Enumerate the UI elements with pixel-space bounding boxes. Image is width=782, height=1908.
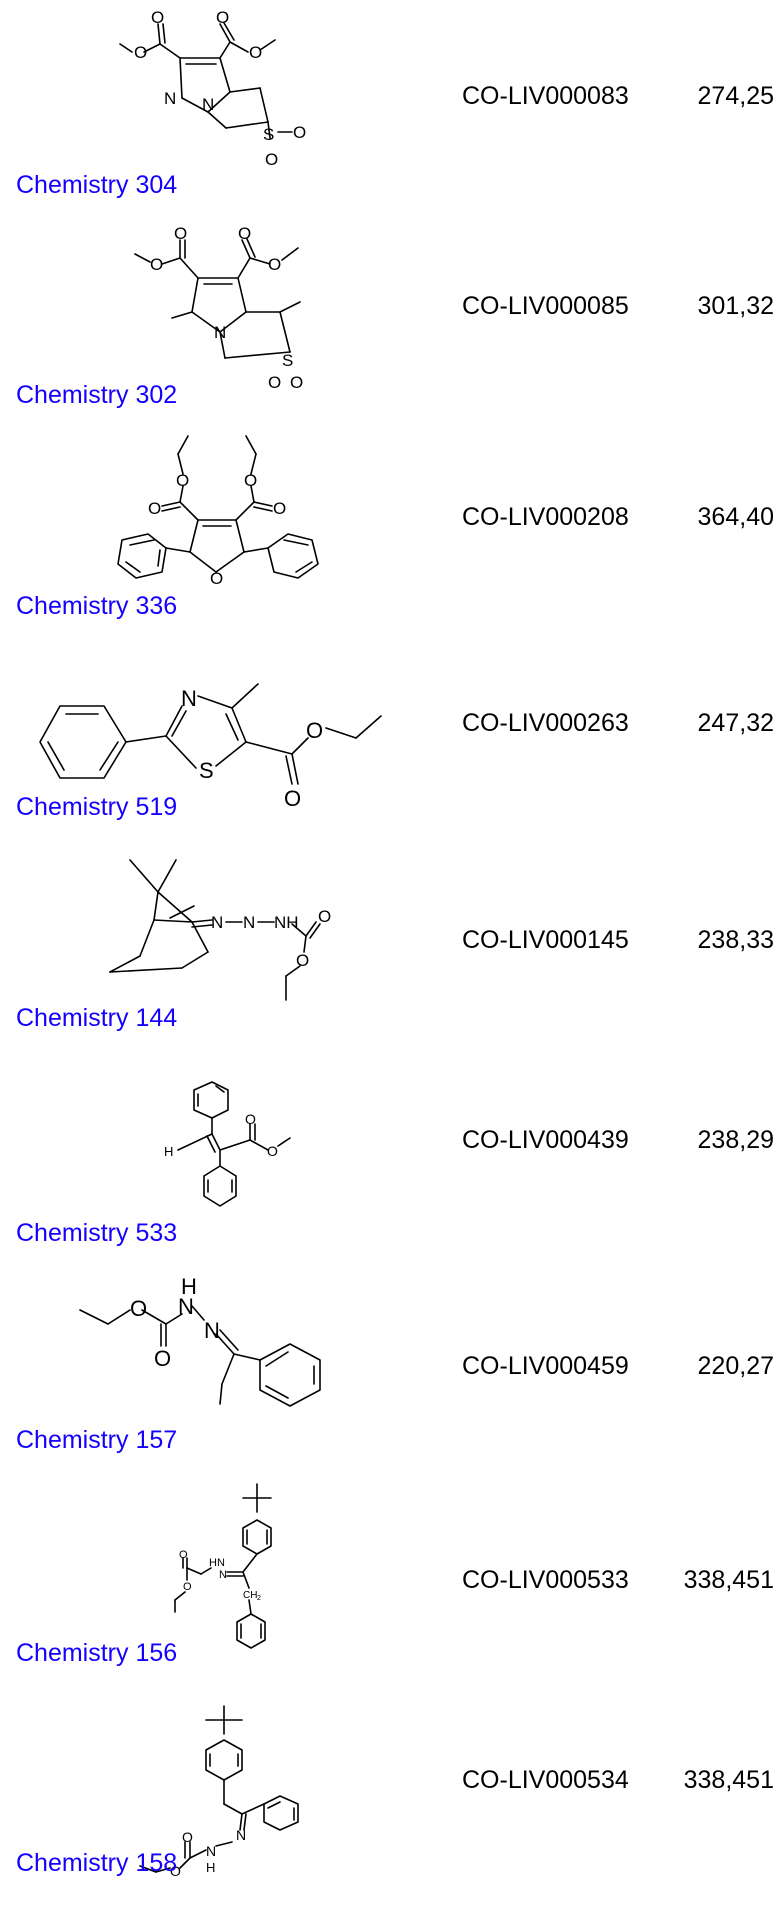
atom-label: S	[263, 125, 274, 144]
structure-drawing: H O O	[164, 1081, 291, 1207]
atom-label: 2	[257, 1595, 261, 1602]
compound-label: Chemistry 336	[16, 592, 178, 620]
atom-label: O	[273, 499, 286, 518]
atom-label: H	[181, 1274, 197, 1299]
atom-label: N	[211, 913, 223, 932]
atom-label: O	[245, 1111, 256, 1127]
atom-label: O	[290, 373, 303, 392]
compound-row: O HN N O CH 2 CO-LIV000533 338,451 Chemi…	[0, 1483, 782, 1696]
atom-label: H	[164, 1144, 173, 1159]
molecular-weight: 338,451	[683, 1566, 774, 1594]
atom-label: O	[284, 786, 301, 811]
compound-label: Chemistry 302	[16, 381, 178, 409]
atom-label: O	[130, 1296, 147, 1321]
atom-label: O	[296, 951, 309, 970]
atom-label: N	[243, 913, 255, 932]
atom-label: O	[183, 1581, 192, 1593]
compound-row: N N NH O O CO-LIV000145 238,33 Chemistry…	[0, 848, 782, 1060]
structure-drawing: N N H O O	[139, 1705, 299, 1879]
compound-label: Chemistry 156	[16, 1639, 178, 1667]
compound-id: CO-LIV000208	[462, 503, 629, 531]
atom-label: N	[204, 1318, 220, 1343]
structure-drawing: O N H N O	[79, 1274, 321, 1407]
atom-label: O	[244, 471, 257, 490]
atom-label: N	[236, 1827, 246, 1843]
atom-label: O	[267, 1143, 278, 1159]
atom-label: O	[238, 224, 251, 243]
compound-row: O O O O O CO-LIV000208 364,40 Chemistry …	[0, 424, 782, 636]
atom-label: O	[318, 907, 331, 926]
atom-label: O	[134, 43, 147, 62]
structure-drawing: N S O O	[39, 683, 382, 811]
compound-id: CO-LIV000263	[462, 709, 629, 737]
compound-label: Chemistry 157	[16, 1426, 178, 1454]
molecular-weight: 364,40	[697, 503, 774, 531]
compound-id: CO-LIV000459	[462, 1352, 629, 1380]
compound-id: CO-LIV000085	[462, 292, 629, 320]
atom-label: O	[210, 569, 223, 588]
atom-label: N	[181, 686, 197, 711]
compound-id: CO-LIV000534	[462, 1766, 629, 1794]
atom-label: O	[176, 471, 189, 490]
compound-row: N N H O O CO-LIV000534 338,451 Chemistry…	[0, 1696, 782, 1908]
atom-label: O	[148, 499, 161, 518]
compound-label: Chemistry 304	[16, 171, 178, 199]
compound-row: O O O O N S O O CO-LIV000085 301,32 Chem…	[0, 212, 782, 424]
atom-label: H	[206, 1860, 215, 1875]
compound-row: N S O O CO-LIV000263 247,32 Chemistry 51…	[0, 636, 782, 848]
atom-label: S	[199, 758, 214, 783]
compound-label: Chemistry 519	[16, 793, 178, 821]
atom-label: S	[282, 351, 293, 370]
molecular-weight: 238,33	[697, 926, 774, 954]
compound-label: Chemistry 533	[16, 1219, 178, 1247]
atom-label: O	[182, 1829, 193, 1845]
compound-id: CO-LIV000439	[462, 1126, 629, 1154]
compound-id: CO-LIV000145	[462, 926, 629, 954]
molecular-weight: 301,32	[697, 292, 774, 320]
compound-row: O N H N O CO-LIV000459 220,27 Chemistry …	[0, 1272, 782, 1484]
molecular-weight: 274,25	[697, 82, 774, 110]
atom-label: HN	[209, 1557, 225, 1569]
structure-drawing: O O O O O	[117, 435, 319, 588]
atom-label: O	[216, 8, 229, 27]
structure-drawing: O O O O N N S O O	[119, 8, 306, 169]
molecular-weight: 338,451	[683, 1766, 774, 1794]
molecular-weight: 220,27	[697, 1352, 774, 1380]
atom-label: O	[154, 1346, 171, 1371]
compound-id: CO-LIV000083	[462, 82, 629, 110]
atom-label: O	[174, 224, 187, 243]
atom-label: N	[202, 95, 214, 114]
compound-row: H O O CO-LIV000439 238,29 Chemistry 533	[0, 1060, 782, 1272]
atom-label: N	[206, 1843, 216, 1859]
structure-drawing: O O O O N S O O	[134, 224, 303, 392]
structure-drawing: N N NH O O	[109, 859, 331, 1001]
structure-drawing: O HN N O CH 2	[174, 1483, 272, 1649]
atom-label: O	[306, 718, 323, 743]
molecular-weight: 238,29	[697, 1126, 774, 1154]
atom-label: O	[170, 1863, 181, 1879]
atom-label: O	[293, 123, 306, 142]
atom-label: O	[249, 43, 262, 62]
atom-label: O	[179, 1549, 188, 1561]
atom-label: NH	[274, 913, 299, 932]
atom-label: N	[178, 1294, 194, 1319]
compound-id: CO-LIV000533	[462, 1566, 629, 1594]
compound-label: Chemistry 158	[16, 1849, 178, 1877]
atom-label: N	[164, 89, 176, 108]
atom-label: CH	[243, 1590, 257, 1601]
atom-label: O	[151, 8, 164, 27]
compound-row: O O O O N N S O O CO-LIV000083 274,25 Ch…	[0, 0, 782, 212]
compound-label: Chemistry 144	[16, 1004, 178, 1032]
atom-label: O	[268, 373, 281, 392]
atom-label: N	[219, 1569, 227, 1581]
atom-label: O	[265, 150, 278, 169]
atom-label: N	[214, 323, 226, 342]
molecular-weight: 247,32	[697, 709, 774, 737]
atom-label: O	[268, 255, 281, 274]
atom-label: O	[150, 255, 163, 274]
